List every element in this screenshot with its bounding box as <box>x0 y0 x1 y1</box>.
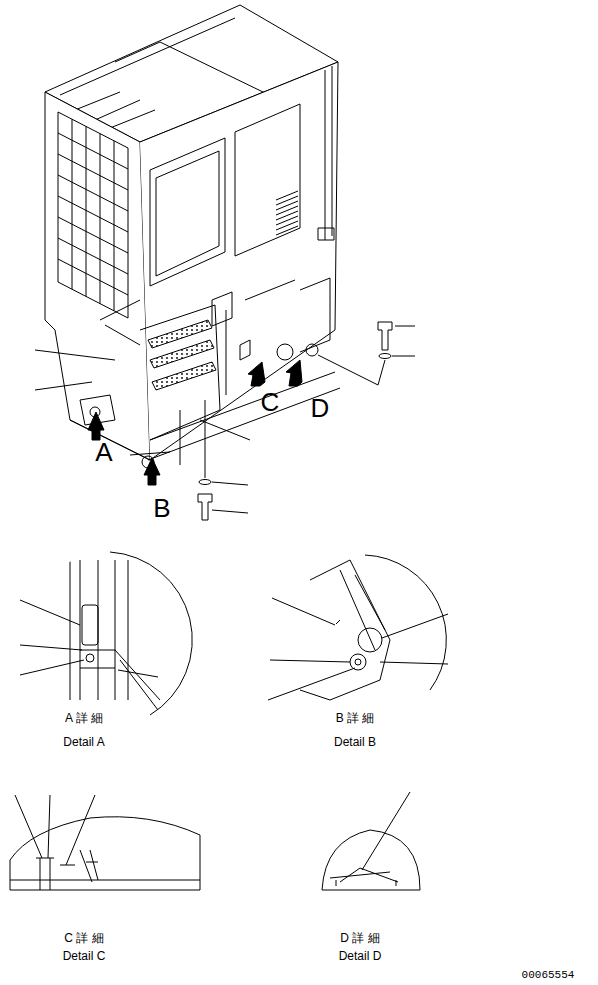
drawing-stroke <box>86 126 87 296</box>
drawing-stroke <box>150 340 214 368</box>
drawing-stroke <box>276 226 298 235</box>
drawing-stroke <box>276 196 298 205</box>
drawing-stroke <box>340 570 385 650</box>
drawing-stroke <box>276 201 298 210</box>
drawing-stroke <box>58 154 128 190</box>
detail-caption: Detail C <box>61 949 108 963</box>
view-letter: B <box>151 494 172 522</box>
drawing-stroke <box>300 560 390 700</box>
drawing-stroke <box>286 360 302 386</box>
drawing-stroke <box>10 880 200 881</box>
drawing-stroke <box>277 344 293 360</box>
detail-caption: Detail D <box>337 949 384 963</box>
drawing-stroke <box>322 830 420 890</box>
drawing-stroke <box>58 196 128 232</box>
drawing-stroke <box>88 412 104 440</box>
drawing-stroke <box>58 238 128 274</box>
drawing-stroke <box>276 191 298 200</box>
drawing-stroke <box>276 211 298 220</box>
detail-title: D 詳 細 <box>338 931 381 945</box>
drawing-stroke <box>350 654 366 670</box>
drawing-stroke <box>362 792 410 870</box>
drawing-stroke <box>58 133 128 169</box>
drawing-stroke <box>70 560 128 700</box>
drawing-stroke <box>58 175 128 211</box>
drawing-stroke <box>276 206 298 215</box>
drawing-stroke <box>114 141 115 311</box>
view-letter: A <box>93 438 114 466</box>
drawing-stroke <box>10 5 448 890</box>
drawing-stroke <box>300 560 390 700</box>
drawing-number: 00065554 <box>520 969 577 982</box>
drawing-stroke <box>318 228 334 240</box>
drawing-stroke <box>58 119 128 311</box>
drawing-stroke <box>100 300 140 345</box>
drawing-stroke <box>10 817 200 890</box>
view-letter: D <box>309 394 332 422</box>
drawing-stroke <box>379 354 391 359</box>
drawing-stroke <box>72 119 73 289</box>
drawing-stroke <box>110 552 192 715</box>
view-letter: C <box>259 388 282 416</box>
drawing-stroke <box>15 795 95 865</box>
drawing-stroke <box>198 494 212 520</box>
drawing-stroke <box>86 654 94 662</box>
detail-title: A 詳 細 <box>63 711 105 725</box>
drawing-stroke <box>156 151 219 276</box>
drawing-stroke <box>36 850 98 890</box>
drawing-stroke <box>268 598 448 700</box>
drawing-stroke <box>358 628 382 652</box>
drawing-stroke <box>365 555 446 690</box>
drawing-stroke <box>45 92 150 460</box>
drawing-stroke <box>248 362 265 386</box>
drawing-stroke <box>276 216 298 225</box>
drawing-stroke <box>306 344 318 356</box>
drawing-stroke <box>150 138 225 286</box>
drawing-stroke <box>276 221 298 230</box>
drawing-stroke <box>378 322 392 350</box>
drawing-stroke <box>276 191 298 235</box>
detail-caption: Detail A <box>61 735 106 749</box>
drawing-stroke <box>144 458 160 485</box>
drawing-stroke <box>58 217 128 253</box>
drawing-stroke <box>58 259 128 295</box>
drawing-stroke <box>355 659 361 665</box>
drawing-stroke <box>180 400 250 513</box>
drawing-stroke <box>20 600 158 710</box>
drawing-stroke <box>325 66 332 240</box>
drawing-stroke <box>58 112 128 318</box>
drawing-stroke <box>100 134 101 304</box>
drawing-stroke <box>235 104 300 256</box>
detail-caption: Detail B <box>332 735 378 749</box>
drawing-stroke <box>330 868 398 886</box>
drawing-stroke <box>199 480 211 485</box>
drawing-stroke <box>82 605 98 645</box>
drawing-stroke <box>35 326 415 390</box>
drawing-stroke <box>240 340 250 360</box>
drawing-stroke <box>152 362 216 390</box>
detail-title: C 詳 細 <box>62 931 105 945</box>
drawing-stroke <box>226 278 330 395</box>
detail-title: B 詳 細 <box>334 711 377 725</box>
drawing-stroke <box>80 395 170 455</box>
drawing-stroke <box>70 560 160 700</box>
drawing-stroke <box>60 18 235 128</box>
